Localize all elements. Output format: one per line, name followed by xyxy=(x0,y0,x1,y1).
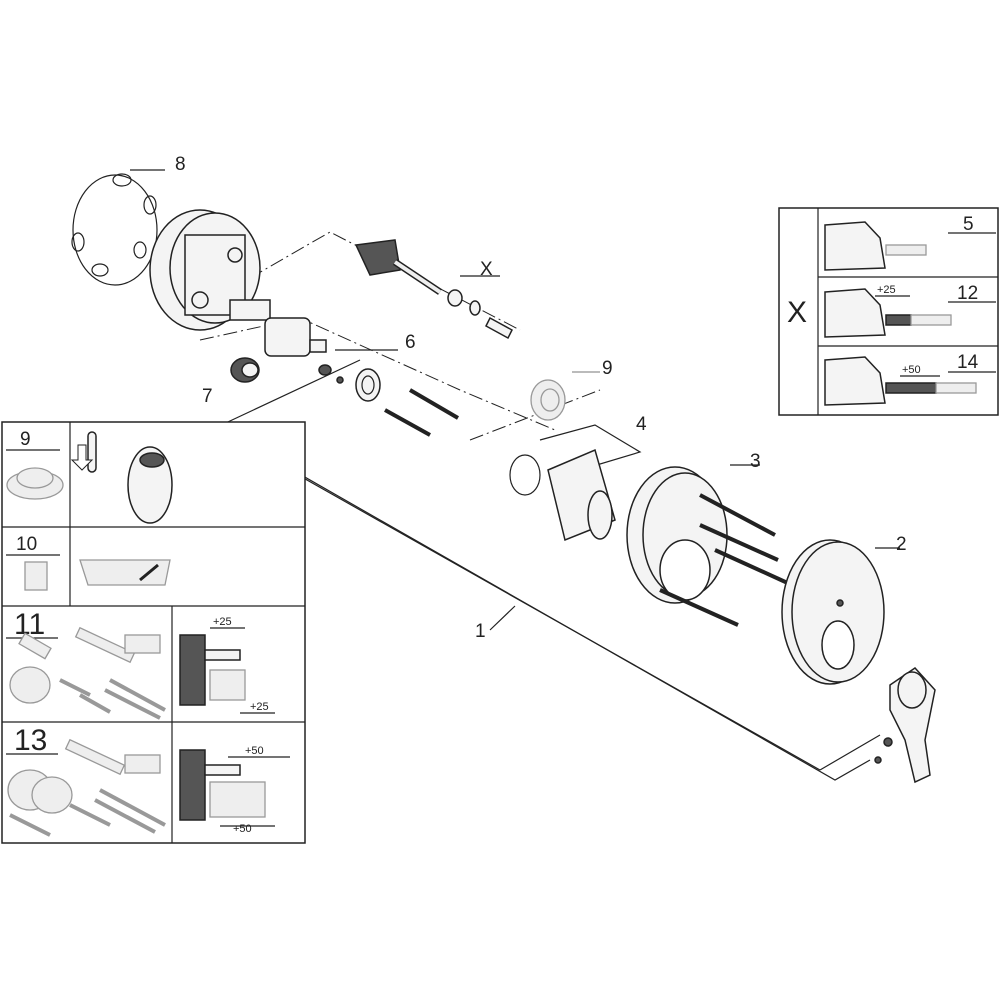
extension-number: 12 xyxy=(957,283,978,304)
callout-8: 8 xyxy=(175,154,186,175)
extension-number: 5 xyxy=(963,214,974,235)
accessory-number: 13 xyxy=(14,724,47,757)
part-6-nut xyxy=(335,349,460,437)
assembly-lines xyxy=(199,231,881,781)
part-2-rosette xyxy=(781,539,900,685)
dimension-top: +25 xyxy=(213,616,232,628)
accessory-row-10: 10 xyxy=(6,534,171,591)
callout-1: 1 xyxy=(475,621,486,642)
accessory-row-11: 11 +25 +25 xyxy=(6,608,275,720)
valve-body xyxy=(149,209,271,331)
extension-row-12: +25 12 xyxy=(824,283,996,338)
part-9-cap xyxy=(530,371,600,421)
extension-number: 14 xyxy=(957,352,979,373)
callout-4: 4 xyxy=(636,414,647,435)
kit-x-spindle xyxy=(354,239,513,340)
cartridge xyxy=(264,317,344,384)
extension-table: X 5 +25 12 +50 14 xyxy=(778,207,999,416)
thermometer-icon xyxy=(87,431,97,473)
extension-row-14: +50 14 xyxy=(824,352,996,406)
part-3-mounting-plate xyxy=(626,464,793,627)
extension-dim: +50 xyxy=(902,364,921,376)
part-7-stop xyxy=(230,357,260,383)
callout-2: 2 xyxy=(896,534,907,555)
callout-7: 7 xyxy=(202,386,213,407)
extension-group-label: X xyxy=(787,296,807,329)
part-4-sleeve xyxy=(509,448,616,542)
extension-dim: +25 xyxy=(877,284,896,296)
accessory-row-9: 9 xyxy=(6,429,173,524)
dimension-bottom: +50 xyxy=(233,823,252,835)
callout-3: 3 xyxy=(750,451,761,472)
lever-handle xyxy=(874,667,936,784)
callout-9: 9 xyxy=(602,358,613,379)
callout-x: X xyxy=(480,259,493,280)
dimension-bottom: +25 xyxy=(250,701,269,713)
extension-row-5: 5 xyxy=(824,214,996,271)
callout-6: 6 xyxy=(405,332,416,353)
accessory-number: 10 xyxy=(16,534,37,555)
accessory-number: 9 xyxy=(20,429,31,450)
arrow-down-icon xyxy=(70,444,94,471)
callouts: 8 X 6 7 9 4 3 2 1 xyxy=(175,154,907,642)
accessory-row-13: 13 +50 +50 xyxy=(6,724,290,837)
part-8-mounting-ring xyxy=(71,169,165,286)
accessory-table: 9 10 11 xyxy=(1,421,306,844)
dimension-top: +50 xyxy=(245,745,264,757)
